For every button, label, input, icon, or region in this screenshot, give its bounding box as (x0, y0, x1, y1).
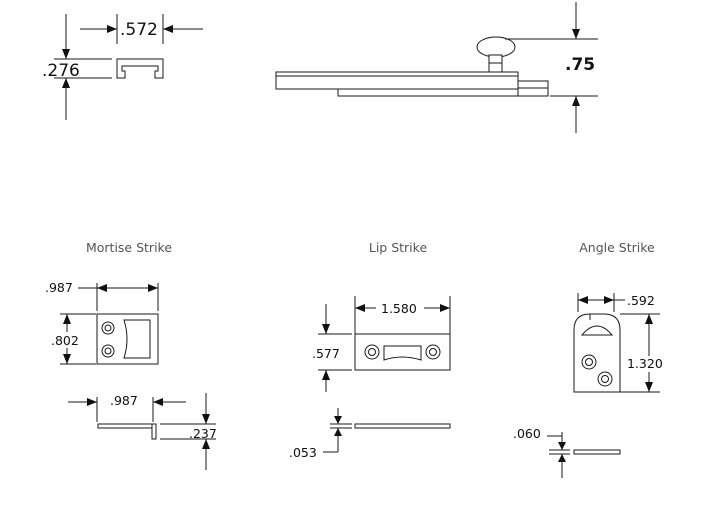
angle-title: Angle Strike (579, 240, 655, 255)
mortise-title: Mortise Strike (86, 240, 172, 255)
lip-width-label: 1.580 (381, 301, 417, 316)
bolt-side-view: .75 (275, 2, 598, 133)
track-section: .572 .276 (42, 14, 203, 120)
lip-title: Lip Strike (369, 240, 428, 255)
mortise-height-label: .802 (51, 333, 79, 348)
lip-thickness-label: .053 (289, 445, 317, 460)
angle-width-label: .592 (627, 293, 655, 308)
mortise-side-width-label: .987 (110, 393, 138, 408)
lip-height-label: .577 (312, 346, 340, 361)
lip-strike: Lip Strike 1.580 .577 .053 (289, 240, 451, 460)
track-width-label: .572 (120, 20, 158, 40)
bolt-height-label: .75 (565, 55, 595, 75)
angle-thickness-label: .060 (513, 426, 541, 441)
angle-strike: Angle Strike .592 1.320 .060 (513, 240, 664, 478)
track-height-label: .276 (42, 61, 80, 81)
mortise-side-height-label: .237 (189, 426, 217, 441)
mortise-strike: Mortise Strike .987 .802 .987 (45, 240, 217, 470)
angle-height-label: 1.320 (627, 356, 663, 371)
mortise-width-label: .987 (45, 280, 73, 295)
